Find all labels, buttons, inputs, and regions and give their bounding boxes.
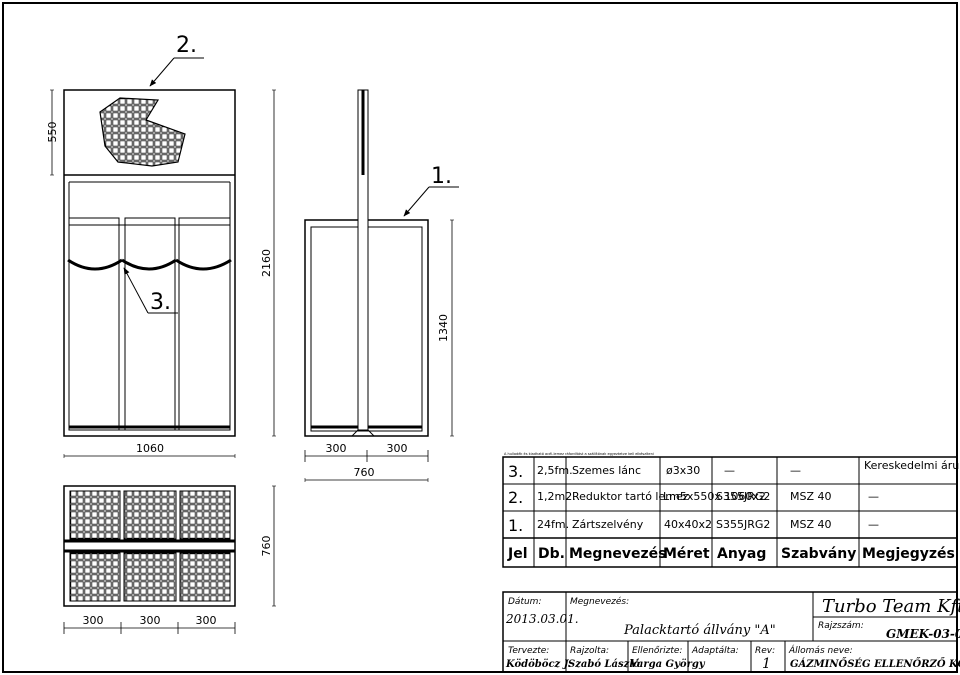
dim-760-side: 760 [354, 466, 375, 479]
front-bay-2 [124, 217, 176, 431]
value-rev: 1 [762, 656, 771, 672]
callout-1: 1. [403, 164, 459, 217]
row-3-szabvany: — [790, 464, 801, 477]
plan-cell-1 [69, 490, 121, 540]
dim-plan-300-2: 300 [140, 614, 161, 627]
chain-3 [175, 258, 232, 271]
header-megnevezes: Megnevezés [569, 546, 667, 562]
callout-label-2: 2. [176, 33, 197, 58]
row-2-meret: Lm5x550x 1060x2 [663, 490, 766, 503]
plan-cell-2 [123, 490, 177, 540]
plan-cell-3 [179, 490, 231, 540]
callout-3: 3. [123, 267, 178, 315]
row-1-anyag: S355JRG2 [716, 518, 770, 531]
label-ellenorizte: Ellenőrizte: [632, 646, 682, 656]
row-2-anyag: S355JRG2 [716, 490, 770, 503]
label-allomas: Állomás neve: [788, 644, 853, 656]
dim-1340: 1340 [437, 314, 450, 342]
row-1-db: 24fm. [537, 518, 569, 531]
value-tervezte: Ködöböcz J. [505, 659, 571, 670]
value-datum: 2013.03.01. [505, 612, 579, 626]
row-3-megjegyzes: Kereskedelmi áru [864, 459, 959, 472]
label-rajzolta: Rajzolta: [570, 646, 609, 656]
side-dimensions: 1340 300 300 760 [304, 219, 454, 482]
row-2-jel: 2. [508, 488, 523, 507]
dim-550: 550 [46, 122, 59, 143]
label-rev: Rev: [755, 646, 775, 656]
header-meret: Méret [663, 546, 710, 562]
label-megnevezes: Megnevezés: [570, 596, 629, 607]
title-block: Dátum: 2013.03.01. Megnevezés: Palacktar… [502, 591, 960, 673]
label-adaptalta: Adaptálta: [691, 646, 739, 656]
row-2-megjegyzes: — [868, 490, 879, 503]
front-bay-3 [178, 217, 231, 431]
plan-dimensions: 760 300 300 300 [63, 485, 276, 634]
row-1-szabvany: MSZ 40 [790, 518, 832, 531]
row-2-db: 1,2m2. [537, 490, 576, 503]
chain-2 [121, 258, 177, 271]
row-2-megnevezes: Reduktor tartó lemez [572, 490, 689, 503]
front-view [63, 89, 236, 437]
row-3-jel: 3. [508, 462, 523, 481]
label-rajzszam: Rajzszám: [818, 621, 864, 631]
plan-cell-5 [123, 552, 177, 602]
plan-view [63, 485, 236, 607]
row-3-megnevezes: Szemes lánc [572, 464, 641, 477]
front-dimensions: 550 2160 1060 [46, 89, 276, 458]
row-1-megjegyzes: — [868, 518, 879, 531]
side-view [304, 89, 429, 437]
label-datum: Dátum: [508, 597, 541, 607]
value-rajzszam: GMEK-03-01 [886, 627, 960, 641]
value-ellenorizte: Varga György [630, 659, 706, 670]
row-1-megnevezes: Zártszelvény [572, 518, 644, 531]
callout-2: 2. [149, 33, 204, 87]
label-tervezte: Tervezte: [508, 646, 549, 656]
callout-label-1: 1. [431, 164, 452, 189]
value-allomas: GÁZMINŐSÉG ELLENŐRZŐ KONTÉNER [790, 657, 960, 670]
value-rajzolta: Szabó László [568, 659, 640, 670]
header-szabvany: Szabvány [781, 546, 856, 562]
front-frame [63, 89, 236, 437]
chain-1 [67, 258, 123, 271]
dim-1060: 1060 [136, 442, 164, 455]
dim-300-right: 300 [387, 442, 408, 455]
drawing-title: Palacktartó állvány "A" [623, 623, 776, 638]
row-3-anyag: — [724, 464, 735, 477]
parts-list: A hulladék és kiadható acél-lemez ráford… [502, 452, 959, 568]
row-2-szabvany: MSZ 40 [790, 490, 832, 503]
plan-cell-4 [69, 552, 121, 602]
company-name: Turbo Team Kft. [822, 596, 960, 617]
callout-label-3: 3. [150, 290, 171, 315]
dim-2160: 2160 [260, 249, 273, 277]
header-jel: Jel [507, 546, 528, 562]
row-3-meret: ø3x30 [666, 464, 700, 477]
header-megjegyzes: Megjegyzés [862, 546, 955, 562]
drawing-note: A hulladék és kiadható acél-lemez ráford… [504, 452, 654, 456]
plan-frame [63, 485, 236, 607]
plan-cell-6 [179, 552, 231, 602]
header-anyag: Anyag [717, 546, 766, 562]
row-1-jel: 1. [508, 516, 523, 535]
dim-300-left: 300 [326, 442, 347, 455]
dim-plan-300-3: 300 [196, 614, 217, 627]
dim-760-plan: 760 [260, 536, 273, 557]
dim-plan-300-1: 300 [83, 614, 104, 627]
front-bay-1 [68, 217, 120, 431]
row-3-db: 2,5fm. [537, 464, 573, 477]
mesh-plate-detail [99, 97, 186, 167]
header-db: Db. [538, 546, 565, 562]
row-1-meret: 40x40x2 [664, 518, 712, 531]
